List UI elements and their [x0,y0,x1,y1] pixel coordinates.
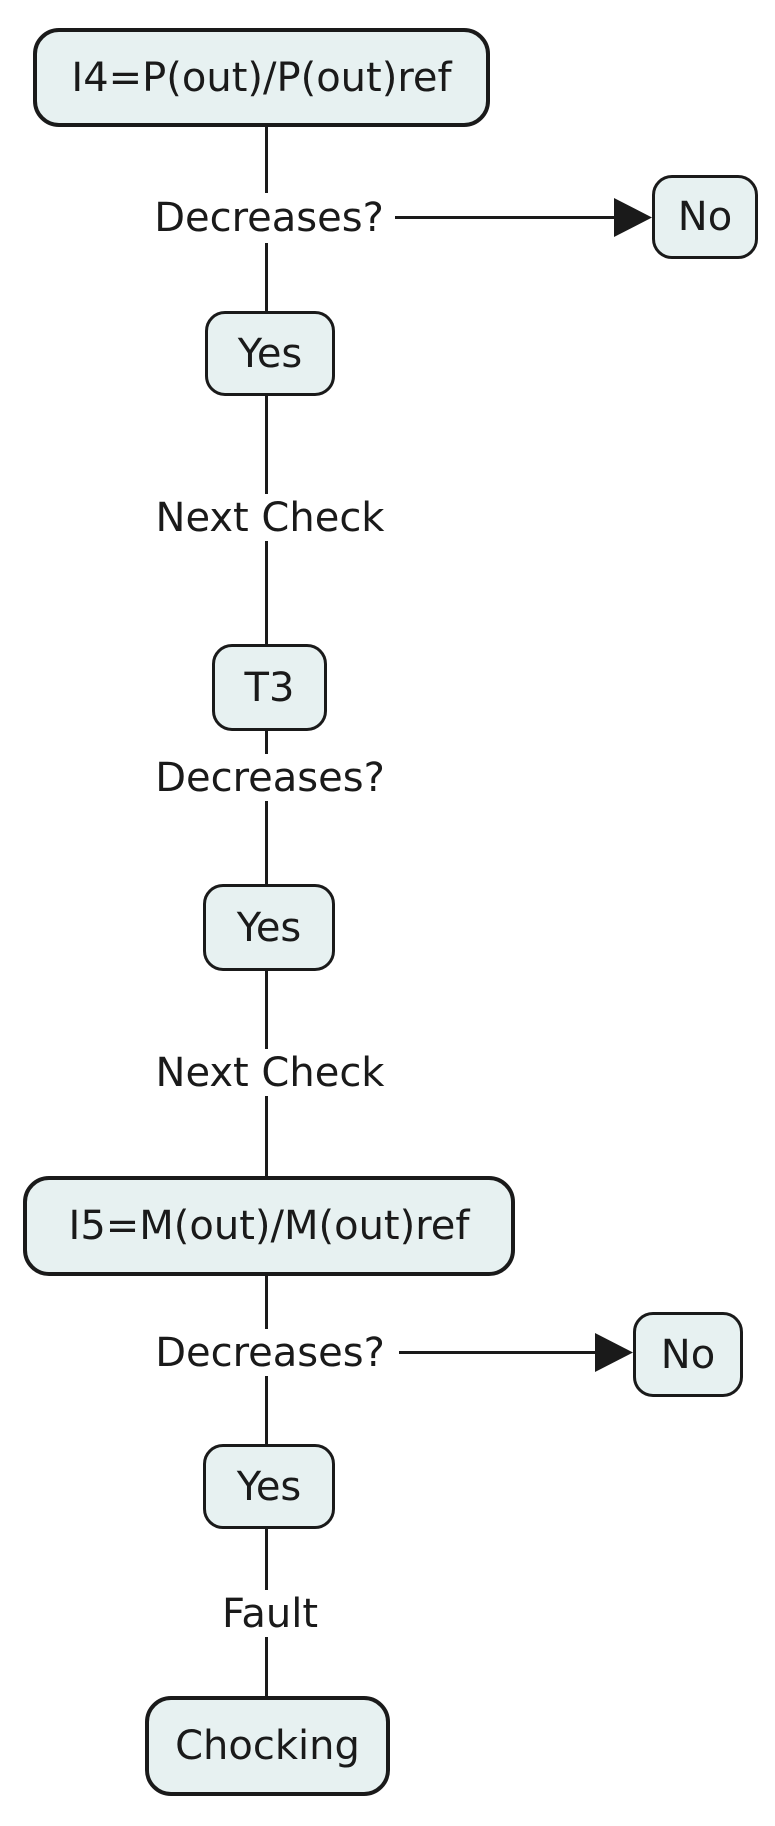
node-yes-1-label: Yes [237,330,303,377]
node-i4-label: I4=P(out)/P(out)ref [71,54,452,101]
node-i4: I4=P(out)/P(out)ref [33,28,490,127]
node-i5-label: I5=M(out)/M(out)ref [68,1203,470,1249]
node-t3-label: T3 [244,664,295,711]
edge-label-fault: Fault [222,1591,318,1637]
arrowhead-right-icon [595,1333,633,1372]
node-no-2-label: No [660,1331,716,1378]
node-yes-1: Yes [205,311,335,396]
node-yes-2: Yes [203,884,335,971]
node-chocking: Chocking [145,1696,390,1796]
arrow-decreases3-to-no2 [399,1333,633,1372]
edge-label-next-check-2: Next Check [155,1050,385,1096]
node-no-2: No [633,1312,743,1397]
node-i5: I5=M(out)/M(out)ref [23,1176,515,1276]
node-no-1: No [652,175,758,259]
arrow-decreases1-to-no1 [395,198,652,237]
node-yes-3-label: Yes [236,1463,302,1510]
edge-label-next-check-1: Next Check [155,495,385,541]
node-no-1-label: No [677,194,733,240]
edge-label-decreases-3: Decreases? [155,1330,385,1376]
node-yes-3: Yes [203,1444,335,1529]
arrowhead-right-icon [614,198,652,237]
node-yes-2-label: Yes [236,904,302,951]
node-chocking-label: Chocking [175,1723,360,1769]
edge-label-decreases-2: Decreases? [155,755,385,801]
node-t3: T3 [212,644,327,731]
edge-label-decreases-1: Decreases? [154,195,384,241]
